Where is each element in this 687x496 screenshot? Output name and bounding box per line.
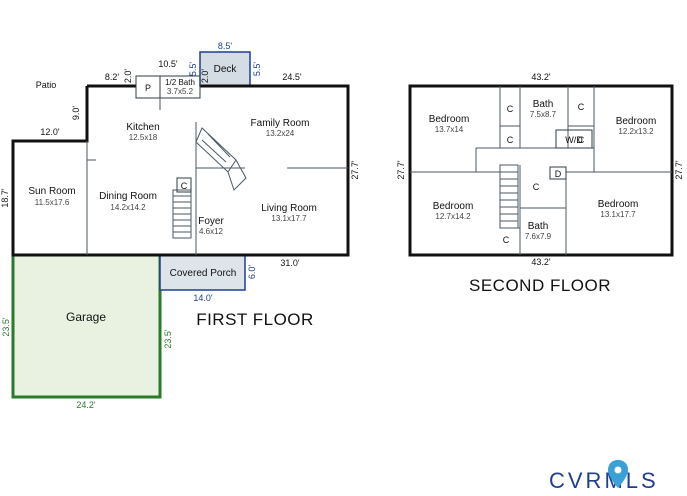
foyer-label: Foyer bbox=[198, 216, 224, 227]
dim-43-2-top: 43.2' bbox=[531, 72, 551, 82]
dim-garage-left: 23.5' bbox=[1, 317, 11, 337]
sun-room-dims: 11.5x17.6 bbox=[35, 198, 70, 207]
bedroom-3-dims: 12.7x14.2 bbox=[435, 212, 471, 221]
dim-12-0: 12.0' bbox=[40, 127, 60, 137]
deck-label: Deck bbox=[214, 64, 238, 75]
half-bath-box bbox=[135, 75, 201, 99]
bedroom-2-dims: 12.2x13.2 bbox=[618, 127, 654, 136]
dryer-box bbox=[549, 166, 567, 180]
closet-5-label: C bbox=[533, 182, 540, 192]
patio-label: Patio bbox=[36, 80, 57, 90]
dim-27-7-left: 27.7' bbox=[396, 160, 406, 180]
half-bath-dims: 3.7x5.2 bbox=[167, 87, 194, 96]
dim-27-7-first: 27.7' bbox=[350, 160, 360, 180]
dim-43-2-bottom: 43.2' bbox=[531, 257, 551, 267]
second-floor-title: SECOND FLOOR bbox=[469, 276, 611, 295]
pantry-label: P bbox=[145, 83, 151, 93]
dim-garage-right: 23.5' bbox=[163, 329, 173, 349]
dim-deck-left: 5.5' bbox=[188, 62, 198, 77]
dim-left-2-0: 2.0' bbox=[200, 69, 210, 84]
washer-dryer-label: W/D bbox=[565, 135, 583, 145]
sun-room-label: Sun Room bbox=[28, 186, 75, 197]
first-floor-stairs bbox=[172, 189, 192, 239]
dim-10-5: 10.5' bbox=[158, 59, 178, 69]
family-room-label: Family Room bbox=[251, 118, 310, 129]
family-room-dims: 13.2x24 bbox=[266, 129, 295, 138]
foyer-dims: 4.6x12 bbox=[199, 227, 224, 236]
dim-8-2: 8.2' bbox=[105, 72, 120, 82]
first-floor-stair-diagonal bbox=[195, 127, 247, 191]
covered-porch-area bbox=[159, 254, 246, 291]
closet-1-label: C bbox=[507, 104, 514, 114]
foyer-closet bbox=[176, 177, 192, 193]
bedroom-1-label: Bedroom bbox=[429, 114, 470, 125]
cvrmls-logo: CVRMLS bbox=[549, 460, 659, 493]
first-floor-title: FIRST FLOOR bbox=[196, 310, 314, 329]
covered-porch-label: Covered Porch bbox=[170, 268, 237, 279]
bedroom-2-label: Bedroom bbox=[616, 116, 657, 127]
closet-6-label: C bbox=[503, 235, 510, 245]
washer-dryer-box bbox=[555, 129, 593, 149]
bedroom-1-dims: 13.7x14 bbox=[435, 125, 464, 134]
second-floor-stairs bbox=[499, 164, 519, 229]
dim-9-0: 9.0' bbox=[71, 106, 81, 121]
living-room-label: Living Room bbox=[261, 203, 317, 214]
kitchen-dims: 12.5x18 bbox=[129, 133, 158, 142]
closet-4-label: C bbox=[578, 135, 585, 145]
dim-31-0: 31.0' bbox=[280, 258, 300, 268]
bath-lower-dims: 7.6x7.9 bbox=[525, 232, 552, 241]
foyer-closet-label: C bbox=[181, 181, 188, 191]
location-pin-icon bbox=[608, 460, 628, 488]
dining-room-label: Dining Room bbox=[99, 191, 157, 202]
dim-18-7: 18.7' bbox=[0, 188, 10, 208]
dim-6-0: 6.0' bbox=[247, 265, 257, 280]
dim-27-7-right: 27.7' bbox=[674, 160, 684, 180]
dim-top-2-0: 2.0' bbox=[123, 69, 133, 84]
garage-area bbox=[11, 253, 162, 399]
second-floor-outer-wall bbox=[408, 84, 674, 257]
living-room-dims: 13.1x17.7 bbox=[271, 214, 307, 223]
kitchen-label: Kitchen bbox=[126, 122, 159, 133]
bedroom-4-label: Bedroom bbox=[598, 199, 639, 210]
dryer-label: D bbox=[555, 169, 562, 179]
bath-lower-label: Bath bbox=[528, 221, 549, 232]
dim-24-5: 24.5' bbox=[282, 72, 302, 82]
dim-garage-bottom: 24.2' bbox=[76, 400, 96, 410]
second-floor: Bedroom 13.7x14 Bath 7.5x8.7 Bedroom 12.… bbox=[396, 72, 684, 295]
first-floor-outer-wall bbox=[11, 84, 350, 257]
first-floor: Kitchen 12.5x18 Family Room 13.2x24 Sun … bbox=[0, 41, 360, 410]
closet-2-label: C bbox=[578, 102, 585, 112]
dim-deck-width: 8.5' bbox=[218, 41, 233, 51]
bedroom-3-label: Bedroom bbox=[433, 201, 474, 212]
bath-upper-label: Bath bbox=[533, 99, 554, 110]
cvrmls-logo-text: CVRMLS bbox=[549, 468, 659, 493]
garage-label: Garage bbox=[66, 310, 106, 324]
dim-deck-right: 5.5' bbox=[252, 62, 262, 77]
dim-14-0: 14.0' bbox=[193, 293, 213, 303]
dining-room-dims: 14.2x14.2 bbox=[110, 203, 146, 212]
half-bath-label: 1/2 Bath bbox=[165, 78, 195, 87]
bedroom-4-dims: 13.1x17.7 bbox=[600, 210, 636, 219]
bath-upper-dims: 7.5x8.7 bbox=[530, 110, 557, 119]
closet-3-label: C bbox=[507, 135, 514, 145]
